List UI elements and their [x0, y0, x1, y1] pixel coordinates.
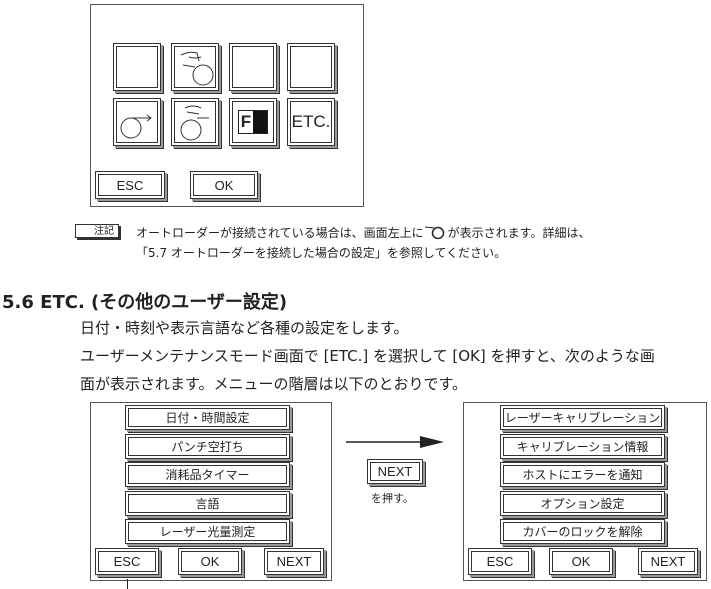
esc-button[interactable]: ESC	[95, 171, 165, 199]
menu-tile-etc[interactable]: ETC.	[287, 98, 335, 146]
menu-item-label: オプション設定	[540, 496, 625, 511]
menu-item-label: 言語	[195, 496, 220, 511]
right-panel-menu-item[interactable]: カバーのロックを解除	[500, 519, 665, 544]
ok-button[interactable]: OK	[190, 171, 258, 199]
menu-tile-blank-1[interactable]	[113, 43, 161, 91]
hand-roll-icon	[180, 105, 209, 141]
menu-item-label: 日付・時間設定	[165, 411, 250, 425]
menu-item-label: キャリブレーション情報	[516, 439, 649, 454]
connector-line	[127, 579, 128, 589]
menu-tile-feed[interactable]	[113, 98, 161, 146]
menu-tile-f[interactable]: F	[229, 98, 277, 146]
body-paragraph-3: 面が表示されます。メニューの階層は以下のとおりです。	[80, 375, 468, 393]
right-esc-button[interactable]: ESC	[468, 548, 532, 575]
note-line-2: 「5.7 オートローダーを接続した場合の設定」を参照してください。	[136, 246, 507, 260]
press-caption: を押す。	[371, 492, 414, 505]
left-panel-menu-item[interactable]: パンチ空打ち	[125, 433, 290, 459]
f-icon: F	[238, 110, 268, 134]
menu-item-label: カバーのロックを解除	[522, 525, 643, 539]
arrow-right-icon	[346, 436, 444, 448]
left-panel-menu-item[interactable]: 言語	[125, 490, 290, 516]
right-panel-menu-item[interactable]: オプション設定	[500, 490, 665, 516]
left-next-button[interactable]: NEXT	[264, 548, 324, 575]
hand-punch-icon	[180, 51, 214, 86]
left-ok-button[interactable]: OK	[178, 548, 242, 575]
menu-item-label: 消耗品タイマー	[165, 468, 250, 482]
left-panel-menu-item[interactable]: 消耗品タイマー	[125, 462, 290, 487]
menu-tile-roll-cut[interactable]	[171, 98, 219, 146]
left-panel-menu-item[interactable]: 日付・時間設定	[125, 405, 290, 430]
roll-feed-icon	[120, 114, 152, 139]
menu-tile-blank-2[interactable]	[229, 43, 277, 91]
next-button-example: NEXT	[367, 459, 423, 484]
menu-tile-punch[interactable]	[171, 43, 219, 91]
section-heading: 5.6 ETC. (その他のユーザー設定)	[2, 292, 288, 313]
menu-item-label: ホストにエラーを通知	[522, 468, 643, 482]
menu-tile-blank-3[interactable]	[287, 43, 335, 91]
note-line-1: オートローダーが接続されている場合は、画面左上にが表示されます。詳細は、	[136, 226, 591, 240]
right-panel-menu-item[interactable]: キャリブレーション情報	[500, 433, 665, 459]
menu-item-label: パンチ空打ち	[171, 439, 244, 454]
right-panel-menu-item[interactable]: ホストにエラーを通知	[500, 462, 665, 487]
left-esc-button[interactable]: ESC	[95, 548, 159, 575]
right-next-button[interactable]: NEXT	[638, 548, 698, 575]
body-paragraph-1: 日付・時刻や表示言語など各種の設定をします。	[80, 319, 409, 337]
right-ok-button[interactable]: OK	[549, 548, 613, 575]
right-panel-menu-item[interactable]: レーザーキャリブレーション	[500, 405, 665, 430]
left-panel-menu-item[interactable]: レーザー光量測定	[125, 519, 290, 544]
note-label: 注記	[75, 224, 119, 238]
menu-item-label: レーザーキャリブレーション	[504, 411, 661, 425]
body-paragraph-2: ユーザーメンテナンスモード画面で [ETC.] を選択して [OK] を押すと、…	[80, 347, 655, 365]
autoloader-icon	[424, 226, 444, 240]
menu-item-label: レーザー光量測定	[159, 525, 256, 539]
